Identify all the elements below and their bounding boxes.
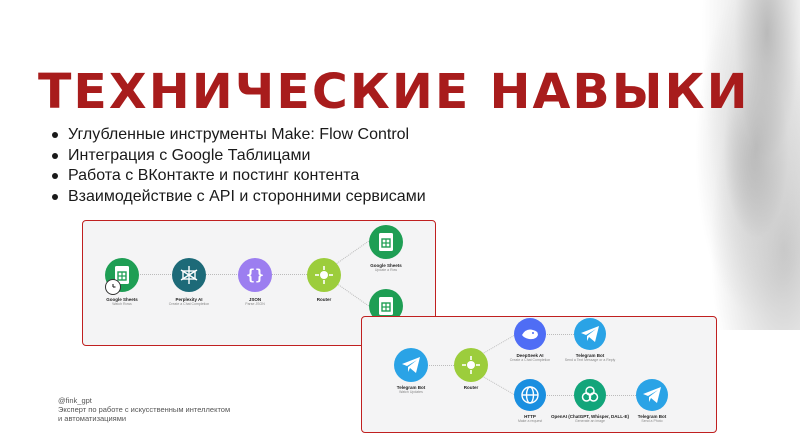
- bullet-icon: [52, 132, 58, 139]
- perplexity-node[interactable]: [172, 258, 206, 292]
- bullet-icon: [52, 173, 58, 180]
- http-node[interactable]: [514, 379, 546, 411]
- svg-text:{}: {}: [246, 266, 264, 284]
- node-label: Router: [463, 385, 479, 390]
- router-icon: [462, 356, 480, 374]
- connector: [255, 274, 321, 275]
- paper-plane-icon: [643, 387, 661, 403]
- skill-item: Интеграция с Google Таблицами: [52, 146, 426, 167]
- telegram-node[interactable]: [574, 318, 606, 350]
- skills-list: Углубленные инструменты Make: Flow Contr…: [52, 125, 426, 207]
- google-sheets-node[interactable]: [369, 225, 403, 259]
- router-icon: [315, 266, 333, 284]
- connector: [410, 365, 462, 366]
- connector: [123, 274, 175, 275]
- skill-item: Работа с ВКонтакте и постинг контента: [52, 166, 426, 187]
- braces-icon: {}: [246, 266, 264, 284]
- router-node[interactable]: [307, 258, 341, 292]
- paper-plane-icon: [581, 326, 599, 342]
- clock-icon[interactable]: [105, 279, 121, 295]
- connector: [606, 395, 646, 396]
- bullet-icon: [52, 193, 58, 200]
- bullet-icon: [52, 152, 58, 159]
- page-title: ТЕХНИЧЕСКИЕ НАВЫКИ: [38, 64, 750, 120]
- spreadsheet-icon: [115, 266, 129, 284]
- spreadsheet-icon: [379, 233, 393, 251]
- openai-icon: [581, 386, 599, 402]
- paper-plane-icon: [402, 357, 420, 373]
- deepseek-node[interactable]: [514, 318, 546, 350]
- author-footer: @fink_gpt Эксперт по работе с искусствен…: [58, 396, 230, 423]
- author-handle: @fink_gpt: [58, 396, 92, 405]
- connector: [189, 274, 239, 275]
- skill-item: Углубленные инструменты Make: Flow Contr…: [52, 125, 426, 146]
- router-node[interactable]: [454, 348, 488, 382]
- node-label: Router: [316, 297, 332, 302]
- telegram-node[interactable]: [636, 379, 668, 411]
- json-node[interactable]: {}: [238, 258, 272, 292]
- author-description: Эксперт по работе с искусственным интелл…: [58, 405, 231, 414]
- perplexity-icon: [180, 266, 198, 284]
- connector: [544, 334, 590, 335]
- spreadsheet-icon: [379, 297, 393, 315]
- openai-node[interactable]: [574, 379, 606, 411]
- smoke-decoration: [690, 0, 800, 330]
- node-label: OpenAI (ChatGPT, Whisper, DALL-E)Generat…: [550, 414, 630, 423]
- connector: [544, 395, 590, 396]
- whale-icon: [522, 329, 538, 340]
- author-description: и автоматизациями: [58, 414, 127, 423]
- globe-icon: [521, 386, 539, 404]
- skill-item: Взаимодействие с API и сторонними сервис…: [52, 187, 426, 208]
- telegram-node[interactable]: [394, 348, 428, 382]
